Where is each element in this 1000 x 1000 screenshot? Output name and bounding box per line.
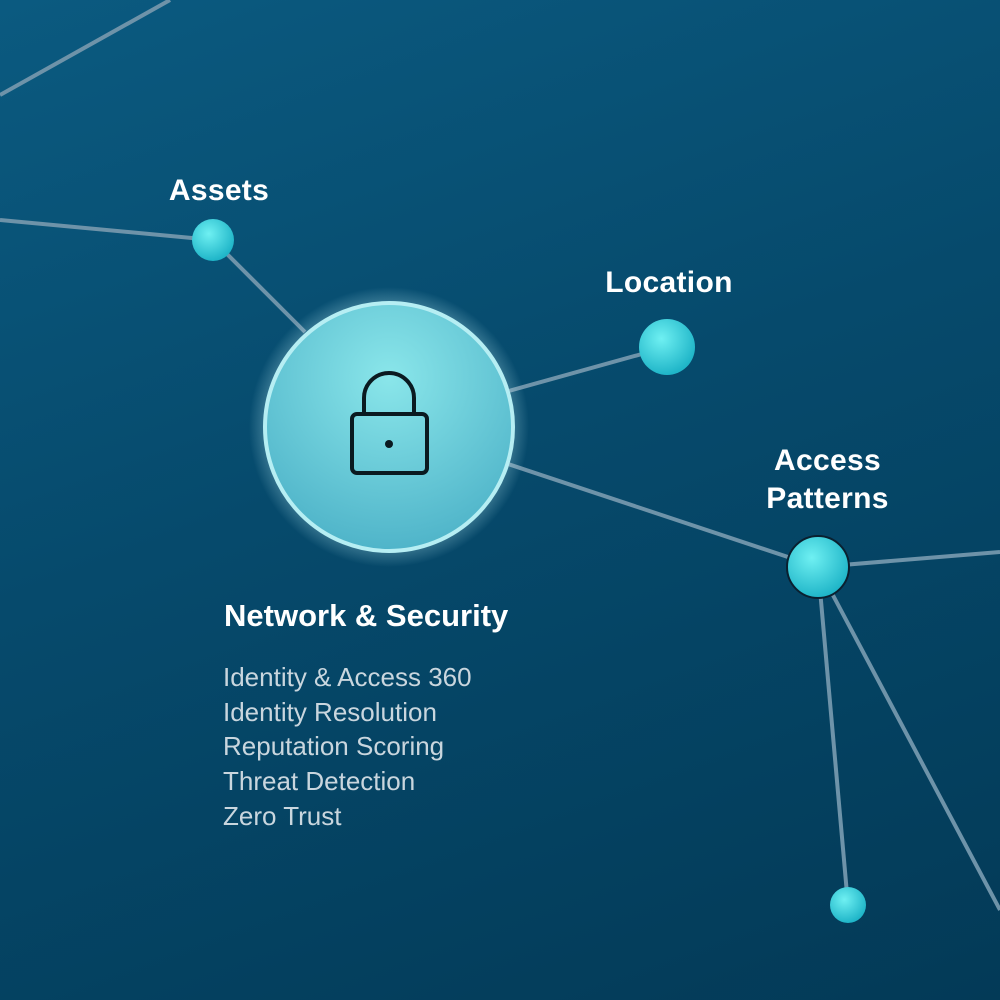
connector-line [504, 345, 668, 394]
list-item: Reputation Scoring [223, 731, 445, 762]
node-label-line: Patterns [766, 482, 889, 515]
connector-line [816, 566, 1000, 911]
list-item: Identity & Access 360 [223, 662, 472, 692]
node-label-access-patterns: Access Patterns [740, 442, 915, 518]
connector-line [211, 238, 307, 334]
connector-line [0, 0, 171, 97]
node-label-location: Location [605, 266, 733, 299]
center-node[interactable] [263, 301, 515, 553]
center-title: Network & Security [224, 598, 509, 633]
node-location[interactable] [639, 319, 695, 375]
node-assets[interactable] [192, 219, 234, 261]
connector-line [816, 566, 850, 906]
node-label-line: Access [774, 444, 881, 477]
list-item: Identity Resolution [223, 696, 437, 727]
node-unlabeled[interactable] [830, 887, 866, 923]
connector-line [0, 218, 214, 242]
list-item: Zero Trust [223, 800, 342, 831]
list-item: Threat Detection [223, 766, 416, 797]
node-access-patterns[interactable] [786, 535, 850, 599]
lock-icon [350, 371, 429, 475]
capability-list: Identity & Access 360 Identity Resolutio… [223, 660, 472, 834]
connector-line [504, 461, 819, 569]
node-label-assets: Assets [168, 174, 270, 207]
